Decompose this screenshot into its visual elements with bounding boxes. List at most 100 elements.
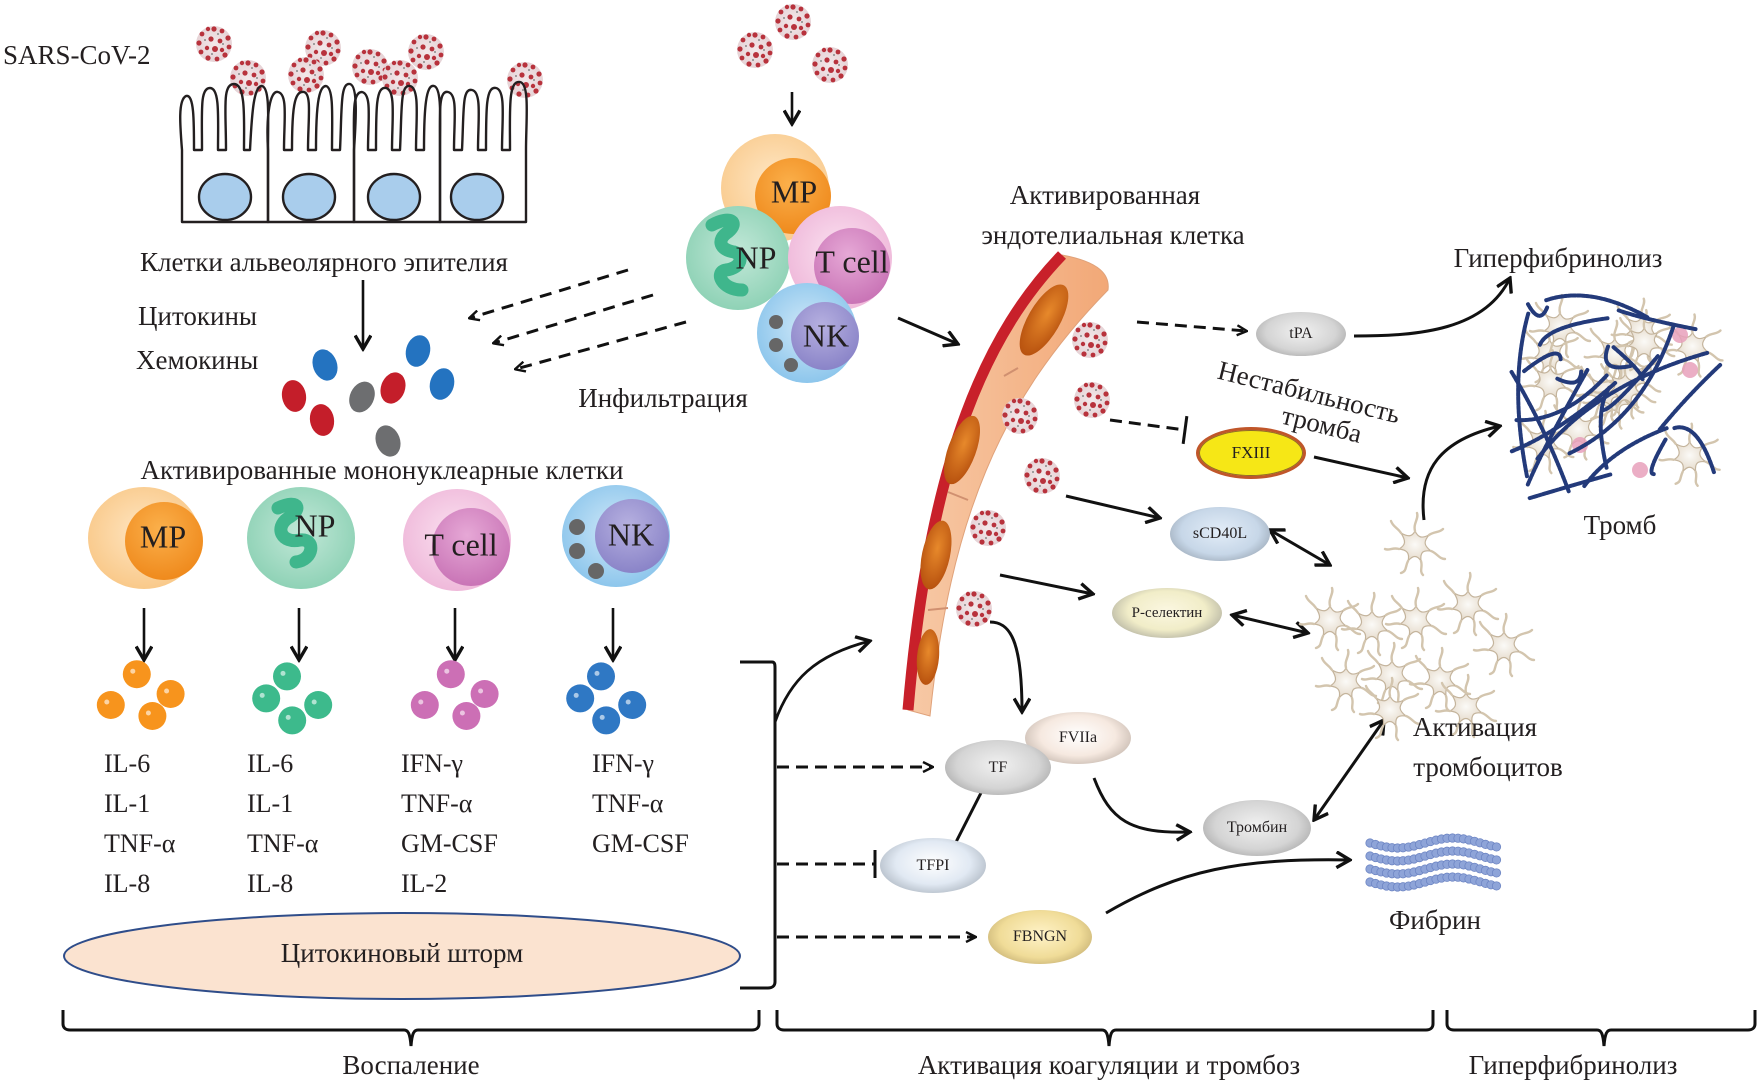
thrombus-fiber xyxy=(1567,324,1676,456)
cluster-np-label: NP xyxy=(735,239,777,276)
p-selectin-factor: Р-селектин xyxy=(1112,588,1222,638)
cytokine-dot-highlight xyxy=(259,692,265,698)
thrombus-rbc xyxy=(1682,362,1698,378)
thrombus-fiber xyxy=(1657,362,1723,432)
cytokine-dot xyxy=(96,691,125,719)
platelet-activation-line2: тромбоцитов xyxy=(1413,752,1563,782)
sars-cov-2-virions-top-left xyxy=(196,26,543,98)
activated-t-cell-icon xyxy=(403,489,511,591)
arrow-cluster-to-endothelium xyxy=(897,316,958,344)
immune-cell-cluster xyxy=(686,134,892,383)
arrow-endothelium-to-tf xyxy=(989,620,1022,712)
cytokine-dot-highlight xyxy=(280,670,286,676)
thrombus-platelet xyxy=(1658,422,1721,487)
cluster-nk-label: NK xyxy=(802,317,850,354)
cytokine-dot-highlight xyxy=(444,668,450,674)
chemokine-dot xyxy=(380,372,406,404)
cytokine-dot-highlight xyxy=(285,714,291,720)
cytokine-item: TNF-α xyxy=(104,829,176,858)
arrow-p-selectin-platelets xyxy=(1232,615,1308,633)
epithelial-cell xyxy=(266,82,357,224)
cytokine-dot xyxy=(566,684,595,713)
fibrin-bead xyxy=(1491,868,1502,878)
fibrin-label: Фибрин xyxy=(1389,905,1481,935)
cytokine-item: GM-CSF xyxy=(592,829,689,858)
cytokine-item: IL-8 xyxy=(247,869,294,898)
chemokine-dot xyxy=(349,381,375,413)
activated-cells-header: Активированные мононуклеарные клетки xyxy=(140,455,624,485)
cytokine-dot-highlight xyxy=(599,714,605,720)
cytokine-item: IL-6 xyxy=(247,749,294,778)
platelet-activation-line1: Активация xyxy=(1412,712,1538,742)
activated-nk-cell-icon xyxy=(562,485,670,587)
cytokine-item: TNF-α xyxy=(592,789,664,818)
cytokine-dot-highlight xyxy=(145,710,151,716)
thrombus-icon xyxy=(1509,293,1724,501)
cytokines-label: Цитокины xyxy=(138,301,258,331)
thrombus-rbc xyxy=(1672,327,1688,343)
epithelial-cell xyxy=(438,80,528,224)
inhibit-fxiii xyxy=(1109,415,1189,445)
arrow-tf-to-thrombin xyxy=(1092,777,1190,832)
chemokine-dot xyxy=(429,368,455,400)
thrombus-fiber xyxy=(1544,293,1650,320)
cytokine-storm-label: Цитокиновый шторм xyxy=(280,938,524,968)
cytokine-list-mp: IL-6 IL-1 TNF-α IL-8 xyxy=(104,744,175,904)
activated-tcell-label: T cell xyxy=(424,526,498,563)
endothelium-label-line1: Активированная xyxy=(1009,180,1201,210)
thrombus-fiber xyxy=(1537,316,1612,347)
secretion-arrows xyxy=(144,608,613,660)
chemokine-dot xyxy=(309,404,335,436)
phase-label-hyperfibrinolysis: Гиперфибринолиз xyxy=(1468,1050,1678,1080)
chemokines-label: Хемокины xyxy=(136,345,259,375)
thrombin-factor: Тромбин xyxy=(1203,800,1311,856)
thrombus-fiber xyxy=(1514,373,1609,423)
infiltration-label: Инфильтрация xyxy=(578,383,748,413)
phase-label-coagulation: Активация коагуляции и тромбоз xyxy=(917,1050,1301,1080)
cytokine-dot xyxy=(278,706,307,735)
cytokine-dot xyxy=(252,684,281,713)
phase-braces xyxy=(61,1010,1757,1047)
cytokine-dot-highlight xyxy=(130,668,136,674)
cytokine-item: IFN-γ xyxy=(401,749,464,778)
thrombus-fiber xyxy=(1600,354,1660,413)
scd40l-factor: sCD40L xyxy=(1170,507,1270,561)
brace-coagulation xyxy=(775,1010,1435,1047)
cytokine-dot-highlight xyxy=(594,670,600,676)
activated-neutrophil-icon xyxy=(247,487,355,589)
fibrin-bead xyxy=(1491,855,1502,865)
sars-cov-2-virions-top-center xyxy=(737,4,848,83)
cytokine-chemokine-molecules xyxy=(281,335,455,457)
cytokine-dot-highlight xyxy=(573,692,579,698)
activated-platelets-icon xyxy=(1298,511,1536,742)
cytokine-dot xyxy=(156,680,185,708)
cytokine-dot-highlight xyxy=(418,699,424,705)
activated-nk-label: NK xyxy=(607,516,655,553)
epithelial-cell xyxy=(179,82,270,224)
thrombus-fiber xyxy=(1555,369,1584,385)
thrombus-fiber xyxy=(1616,308,1698,332)
hyperfibrinolysis-label: Гиперфибринолиз xyxy=(1453,243,1663,273)
arrow-fxiii-to-thrombus xyxy=(1313,455,1408,478)
cytokine-dot-highlight xyxy=(311,699,317,705)
chemokine-dot xyxy=(375,425,401,457)
arrow-scd40l-platelets xyxy=(1270,530,1330,565)
tfpi-factor: TFPI xyxy=(880,838,986,893)
nk-cell-icon xyxy=(757,283,859,383)
cytokine-dot xyxy=(273,662,301,691)
virus-label: SARS-CoV-2 xyxy=(3,40,151,70)
cytokine-item: GM-CSF xyxy=(401,829,498,858)
alveolar-epithelium-icon xyxy=(179,80,528,224)
thrombus-fiber xyxy=(1526,302,1550,318)
cytokine-dots xyxy=(96,660,647,735)
tpa-factor: tPA xyxy=(1256,312,1346,356)
cytokine-dot xyxy=(122,660,151,689)
thrombus-fiber xyxy=(1525,368,1590,488)
arrow-fbngn-to-fibrin xyxy=(1105,860,1350,915)
fibrin-bead xyxy=(1491,842,1502,852)
cytokine-item: IL-1 xyxy=(104,789,151,818)
cytokine-dot xyxy=(592,706,621,735)
cytokine-list-nk: IFN-γ TNF-α GM-CSF xyxy=(592,744,689,864)
cytokine-dot xyxy=(138,702,167,730)
activated-cells-row xyxy=(88,485,670,591)
